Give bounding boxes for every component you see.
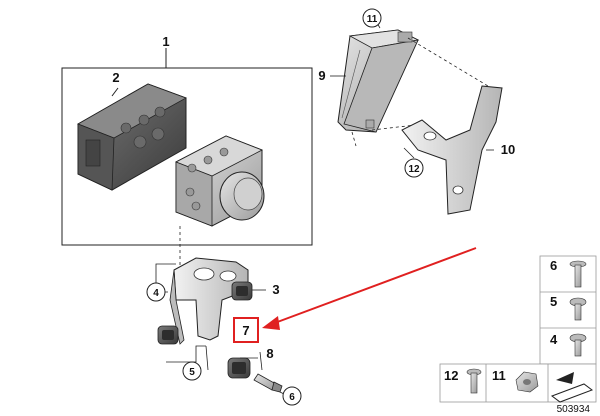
rubber-mount-3-part bbox=[231, 281, 253, 301]
callout-12: 12 bbox=[408, 164, 420, 175]
legend-label-11: 11 bbox=[492, 368, 506, 383]
red-pointer-arrow bbox=[262, 247, 477, 330]
callout-5: 5 bbox=[189, 367, 195, 378]
callout-6: 6 bbox=[289, 392, 295, 403]
callout-11-circle: 11 bbox=[362, 8, 382, 28]
callout-8: 8 bbox=[266, 346, 273, 361]
callout-6-circle: 6 bbox=[282, 386, 302, 406]
abs-unit-assembly-group bbox=[61, 48, 313, 246]
callout-12-circle: 12 bbox=[404, 158, 424, 178]
legend-label-12: 12 bbox=[444, 368, 458, 383]
diagram-number: 503934 bbox=[557, 404, 591, 415]
abs-assembly-frame bbox=[61, 67, 313, 246]
callout-7: 7 bbox=[242, 323, 249, 338]
legend-label-4: 4 bbox=[550, 332, 558, 347]
module-bracket-10-part bbox=[401, 85, 503, 215]
callout-3: 3 bbox=[272, 282, 279, 297]
rubber-mount-left-part bbox=[157, 325, 179, 345]
electronic-module-9-part bbox=[337, 29, 420, 133]
callout-11: 11 bbox=[367, 14, 378, 25]
callout-4: 4 bbox=[153, 288, 159, 299]
bracket-part bbox=[169, 257, 249, 345]
callout-4-circle: 4 bbox=[146, 282, 166, 302]
callout-5-circle: 5 bbox=[182, 361, 202, 381]
callout-10: 10 bbox=[501, 142, 515, 157]
screw-5-icon bbox=[569, 297, 587, 321]
control-module-part bbox=[77, 83, 187, 191]
callout-7-highlight: 7 bbox=[233, 317, 259, 343]
screw-4-icon bbox=[569, 333, 587, 357]
bolt-6-part bbox=[253, 373, 283, 393]
nut-11-icon bbox=[515, 371, 539, 393]
legend-label-6: 6 bbox=[550, 258, 557, 273]
callout-1: 1 bbox=[162, 34, 169, 49]
screw-12-icon bbox=[466, 368, 482, 394]
callout-2: 2 bbox=[112, 70, 119, 85]
legend-label-5: 5 bbox=[550, 294, 557, 309]
direction-arrow-icon bbox=[550, 372, 594, 403]
hydraulic-unit-part bbox=[175, 135, 265, 227]
callout-9: 9 bbox=[318, 68, 325, 83]
screw-6-icon bbox=[569, 260, 587, 288]
rubber-mount-lower-part bbox=[227, 357, 251, 379]
hardware-legend: 6 5 4 12 11 bbox=[439, 255, 597, 403]
